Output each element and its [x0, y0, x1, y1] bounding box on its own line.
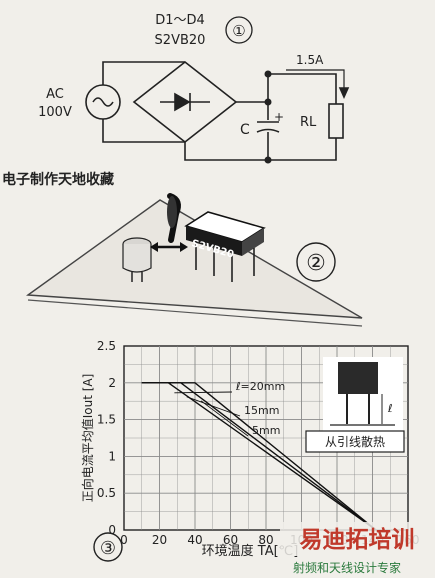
x-tick-label: 80 [258, 533, 273, 547]
inset-label-box [305, 430, 405, 453]
step1-circle [225, 16, 253, 44]
diode-part-number: S2VB20 [155, 33, 206, 48]
arrow-right-icon [180, 242, 188, 252]
y-tick-label: 0.5 [97, 486, 116, 500]
y-tick-label: 2.5 [97, 339, 116, 353]
watermark-text: 电子制作天地收藏 [2, 171, 114, 188]
probe-handle [167, 196, 177, 228]
package-side [242, 228, 264, 256]
y-tick-label: 1 [108, 449, 116, 463]
inset-label: 从引线散热 [325, 434, 385, 449]
x-tick-label: 60 [223, 533, 238, 547]
circuit-diagram [85, 60, 350, 161]
logo-subtitle: 射频和天线设计专家 [293, 560, 401, 575]
ac-label: AC [46, 87, 64, 102]
wire-dc-minus [184, 142, 268, 161]
package-front [186, 226, 242, 256]
current-label: 1.5A [296, 53, 324, 67]
inset-package-body [338, 362, 378, 394]
inset-package [323, 357, 403, 439]
logo-main: 易迪拓培训 [300, 526, 415, 553]
ac-voltage-label: 100V [38, 105, 72, 120]
series-label-pointer [174, 391, 233, 394]
diode-icon [174, 92, 191, 112]
sine-wave-icon [92, 97, 114, 107]
current-arrow [286, 69, 345, 92]
step3-label: ③ [100, 538, 116, 559]
mounting-illustration [26, 193, 363, 327]
logo [280, 522, 430, 556]
y-axis-label: 正向电流平均值Iout [A] [80, 374, 95, 503]
series-label: 15mm [244, 404, 279, 417]
derating-chart: 02040608010012014016000.511.522.5 ℓ=20mm… [93, 339, 419, 562]
x-axis-label: 环境温度 TA[℃] [202, 543, 299, 559]
wire-load-bottom [268, 138, 337, 161]
load-label: RL [300, 115, 317, 130]
y-tick-label: 2 [108, 376, 116, 390]
junction-dot [264, 98, 272, 106]
x-tick-label: 20 [152, 533, 167, 547]
inset-dimension-label: ℓ [387, 402, 393, 415]
wire-ac-bottom [102, 119, 185, 143]
step2-circle [296, 242, 336, 282]
diode-label: D1～D4 [155, 13, 205, 28]
y-tick-label: 1.5 [97, 413, 116, 427]
series-label: 5mm [252, 424, 280, 437]
series-label: ℓ=20mm [235, 380, 285, 393]
step2-label: ② [306, 251, 326, 276]
step3-circle [93, 532, 123, 562]
plane-edge [27, 299, 363, 327]
capacitor-plate-bottom [256, 128, 280, 133]
junction-dot [264, 70, 272, 78]
y-tick-label: 0 [108, 523, 116, 537]
load-resistor [328, 103, 344, 139]
wire-load-top [268, 73, 337, 104]
junction-dot [264, 156, 272, 164]
series-label-pointer [200, 400, 249, 437]
capacitor-plus-sign: + [274, 110, 284, 124]
derating-lines: ℓ=20mm 15mm 5mm [141, 380, 377, 531]
capacitor-label: C [240, 122, 250, 138]
arrow-left-icon [150, 242, 158, 252]
x-tick-label: 40 [187, 533, 202, 547]
capacitor-body [122, 244, 152, 273]
series-line [141, 382, 377, 531]
x-tick-label: 0 [120, 533, 128, 547]
mounting-plane [26, 199, 363, 319]
wire-ac-top [102, 61, 185, 85]
step1-label: ① [232, 22, 245, 40]
circuit-junctions [264, 70, 272, 164]
arrow-head-icon [338, 87, 350, 99]
